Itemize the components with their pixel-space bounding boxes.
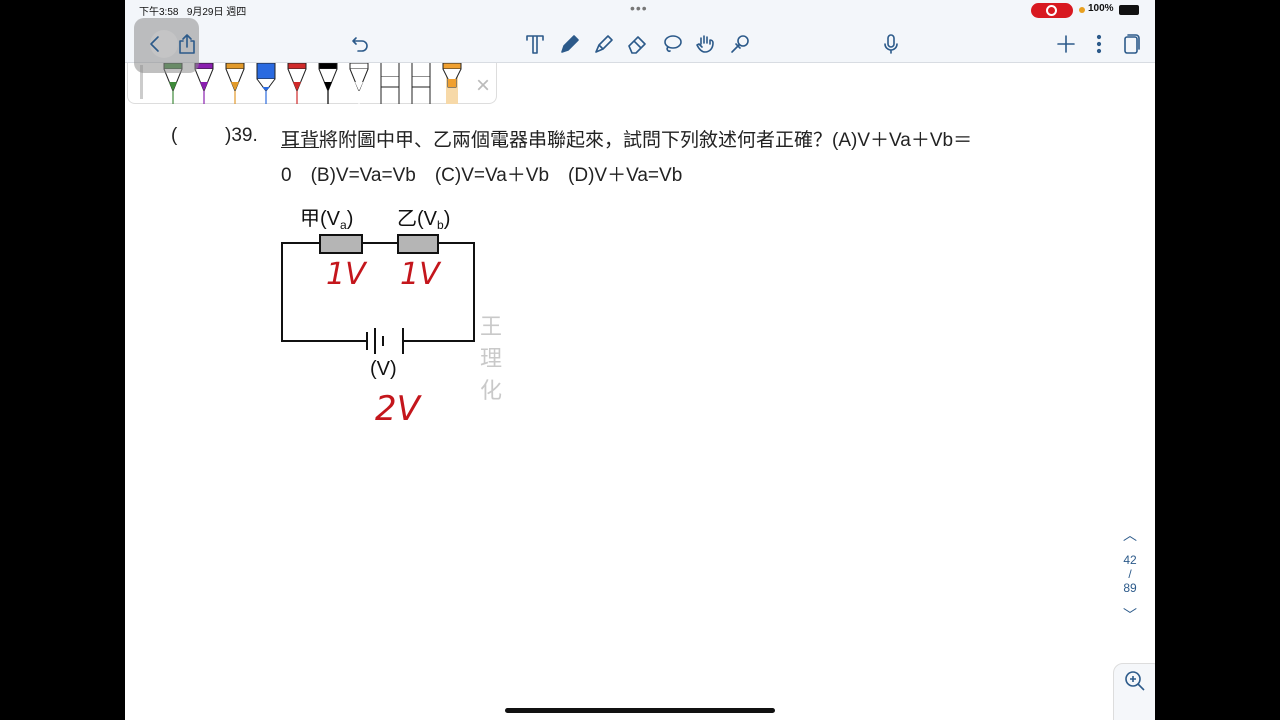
pen-tool-2[interactable]: [225, 63, 245, 104]
highlighter-icon[interactable]: [592, 32, 616, 56]
pen-tool-4[interactable]: [287, 63, 307, 104]
current-page[interactable]: 42: [1123, 553, 1137, 567]
zoom-button[interactable]: [1113, 663, 1155, 720]
eraser-icon[interactable]: [626, 32, 650, 56]
pen-tool-7[interactable]: [380, 63, 400, 104]
total-pages: 89: [1123, 581, 1137, 595]
page-up-icon[interactable]: ︿: [1123, 527, 1137, 543]
pages-icon[interactable]: [1119, 32, 1143, 56]
back-button-highlight[interactable]: [134, 18, 199, 73]
handwritten-a: 1V: [326, 257, 368, 292]
pen-icon[interactable]: [558, 32, 582, 56]
label-a: 甲(Va): [300, 208, 353, 232]
notes-app: 下午3:58 9月29日 週四 ••• 100% × ( )39. 耳背將附圖中…: [125, 0, 1155, 720]
question-options: 0 (B)V=Va=Vb (C)V=Va＋Vb (D)V＋Va=Vb: [281, 165, 683, 186]
handwritten-b: 1V: [400, 257, 442, 292]
zoom-in-icon: [1125, 671, 1145, 691]
undo-icon[interactable]: [348, 32, 372, 56]
pen-tool-5[interactable]: [318, 63, 338, 104]
top-bar: 下午3:58 9月29日 週四 ••• 100%: [125, 0, 1155, 63]
circuit-diagram: 甲(Va) 乙(Vb) (V) 1V 1V 2V: [281, 208, 475, 428]
pen-tool-9[interactable]: [442, 63, 462, 104]
page-separator: /: [1128, 567, 1132, 581]
add-icon[interactable]: [1054, 32, 1078, 56]
pen-tool-8[interactable]: [411, 63, 431, 104]
answer-paren: (: [171, 125, 178, 146]
back-icon[interactable]: [143, 32, 167, 56]
question-number: )39.: [225, 125, 258, 146]
pen-tool-1[interactable]: [194, 63, 214, 104]
question-text: 耳背將附圖中甲、乙兩個電器串聯起來，試問下列敘述何者正確？(A)V＋Va＋Vb＝: [281, 130, 973, 151]
microphone-icon[interactable]: [879, 32, 903, 56]
shapes-icon[interactable]: [728, 32, 752, 56]
pen-tray: ×: [127, 63, 497, 104]
hand-icon[interactable]: [694, 32, 718, 56]
battery-label: (V): [370, 358, 397, 380]
more-icon[interactable]: [1087, 32, 1111, 56]
tray-handle: [140, 65, 143, 99]
label-b: 乙(Vb): [397, 208, 450, 232]
multitask-dots[interactable]: •••: [630, 0, 648, 16]
home-indicator[interactable]: [505, 708, 775, 713]
battery-icon: [1119, 5, 1139, 15]
watermark: 王理化: [480, 314, 503, 403]
page-navigator: ︿ 42 / 89 ﹀: [1110, 525, 1150, 625]
status-time: 下午3:58 9月29日 週四: [139, 7, 247, 18]
text-tool-icon[interactable]: [523, 32, 547, 56]
share-icon[interactable]: [175, 32, 199, 56]
lasso-icon[interactable]: [660, 32, 684, 56]
page-down-icon[interactable]: ﹀: [1123, 607, 1137, 623]
mic-indicator-icon: [1079, 7, 1085, 13]
handwritten-battery: 2V: [375, 389, 423, 428]
pen-tool-6[interactable]: [349, 63, 369, 104]
resistor-a: [319, 234, 363, 254]
screen-record-icon[interactable]: [1031, 3, 1073, 18]
resistor-b: [397, 234, 439, 254]
battery-percent: 100%: [1088, 3, 1114, 14]
pen-tool-3[interactable]: [256, 63, 276, 104]
close-tray-icon[interactable]: ×: [476, 72, 490, 99]
